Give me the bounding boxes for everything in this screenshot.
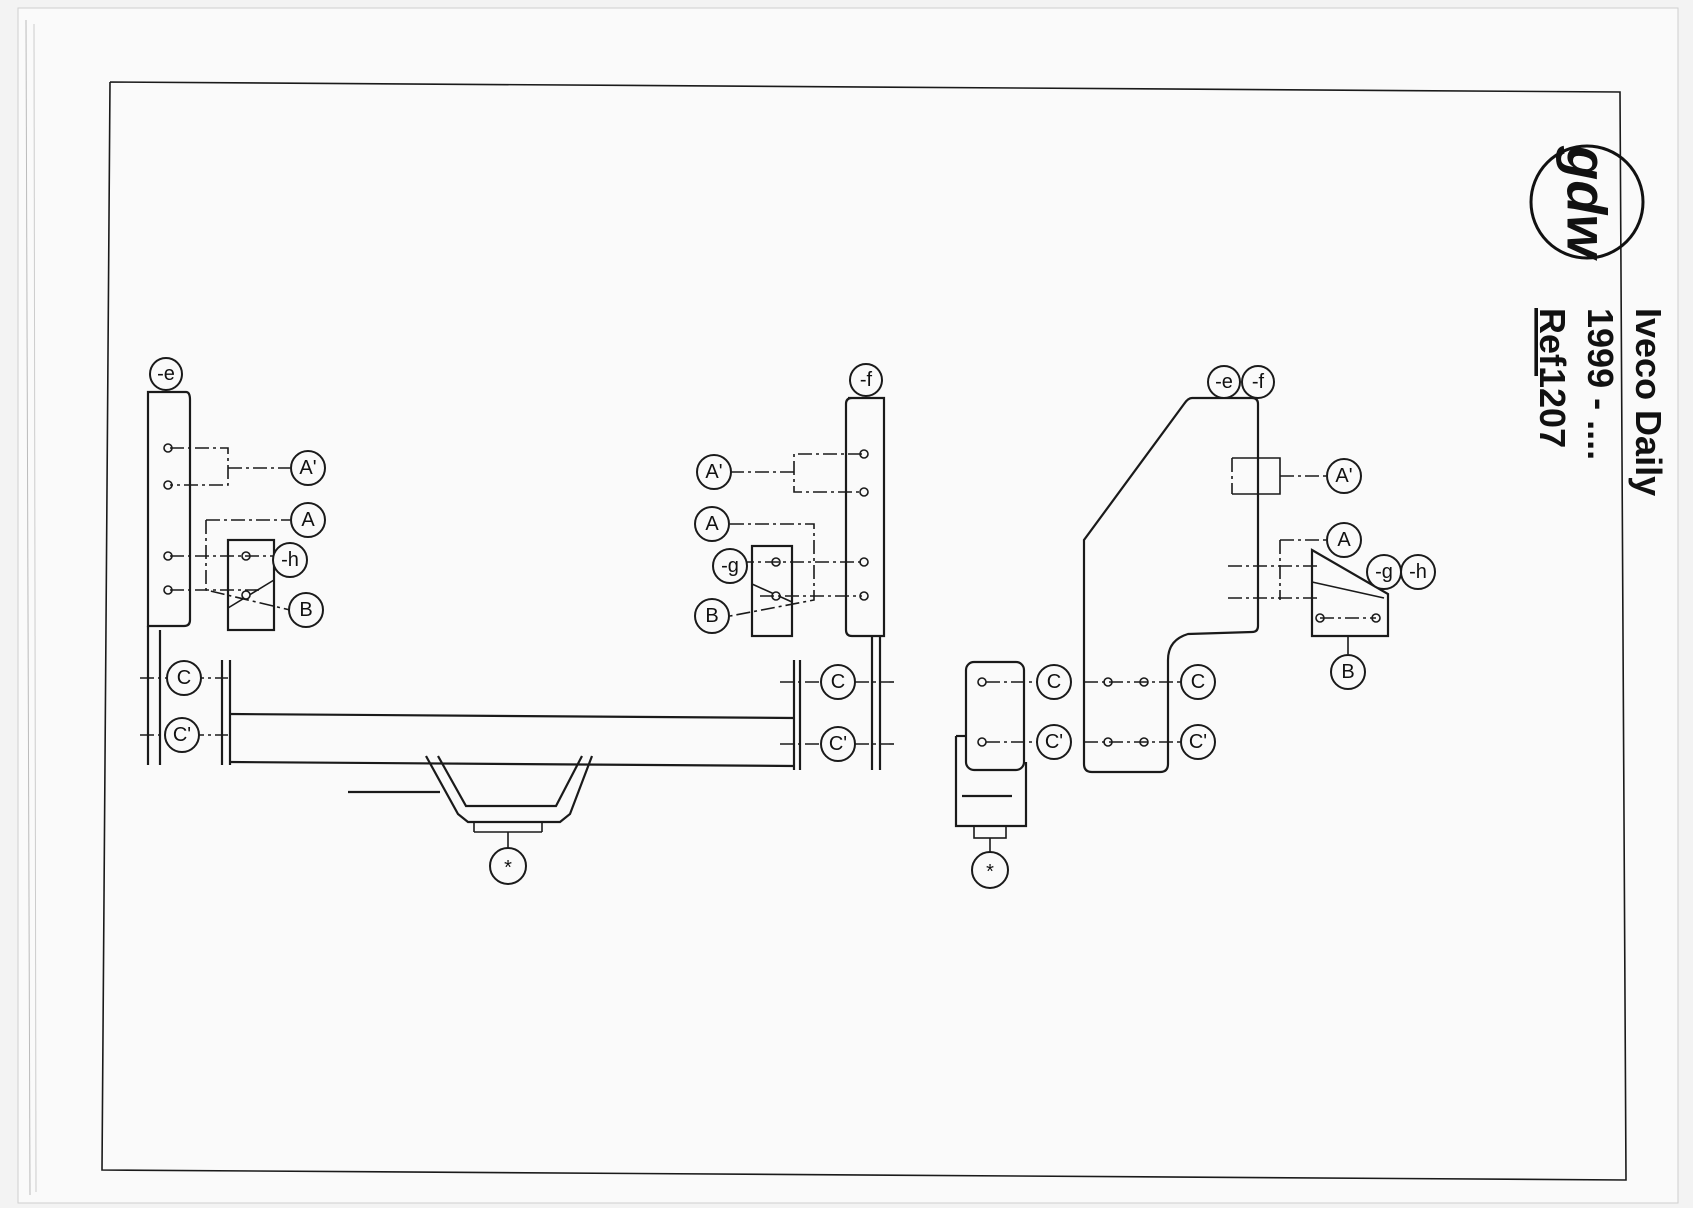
svg-text:-e: -e [157,363,175,385]
callouts: -e A' A -h B C C' -f A' A -g B C C' * -e… [149,357,1436,889]
callout-h-side: -h [1400,554,1436,590]
ref-number: 1207 [1532,368,1573,448]
callout-c-side-right: C [1180,664,1216,700]
svg-text:B: B [299,599,312,621]
frame-border [101,81,1627,1181]
svg-text:C': C' [173,724,191,746]
callout-a-mid: A [694,506,730,542]
svg-text:A: A [301,509,315,531]
svg-text:C: C [177,667,191,689]
callout-star-left: * [489,847,527,885]
callout-c-prime-side-right: C' [1180,724,1216,760]
callout-c-prime-side-left: C' [1036,724,1072,760]
svg-text:-h: -h [281,549,299,571]
socket-plate-side [1310,548,1390,638]
svg-text:C': C' [1189,731,1207,753]
callout-star-side: * [971,851,1009,889]
side-bracket [1082,396,1260,774]
callout-g-mid: -g [712,548,748,584]
callout-a-side: A [1326,522,1362,558]
side-view-assembly [954,396,1390,852]
svg-text:-f: -f [860,369,873,391]
callout-a-left: A [290,502,326,538]
right-side-plate [844,396,886,638]
callout-a-prime-side: A' [1326,458,1362,494]
left-side-plate [146,390,192,628]
model-title: Iveco Daily [1628,308,1669,496]
callout-g-side: -g [1366,554,1402,590]
svg-text:C: C [1047,671,1061,693]
svg-text:-h: -h [1409,561,1427,583]
ref-label: Ref. [1532,308,1573,376]
tow-ball-mount [425,755,594,824]
callout-c-side-left: C [1036,664,1072,700]
svg-text:A: A [1337,529,1351,551]
svg-text:-g: -g [1375,561,1393,583]
svg-text:C: C [831,671,845,693]
callout-c-left: C [166,660,202,696]
callout-f-right-plate: -f [849,363,883,397]
callout-f-side: -f [1241,365,1275,399]
svg-text:A': A' [705,461,722,483]
paper [17,7,1679,1204]
svg-text:*: * [986,861,994,883]
svg-text:*: * [504,857,512,879]
svg-text:-e: -e [1215,371,1233,393]
socket-plate-left [226,538,276,632]
year-range: 1999 - .... [1580,308,1621,460]
svg-text:B: B [1341,661,1354,683]
callout-b-left: B [288,592,324,628]
svg-text:C: C [1191,671,1205,693]
svg-text:C': C' [1045,731,1063,753]
mount-block [964,660,1026,772]
callout-a-prime-left: A' [290,450,326,486]
callout-c-prime-mid: C' [820,726,856,762]
callout-b-side: B [1330,654,1366,690]
socket-plate-right [750,544,794,638]
callout-c-mid: C [820,664,856,700]
callout-c-prime-left: C' [164,717,200,753]
svg-text:C': C' [829,733,847,755]
svg-text:A': A' [1335,465,1352,487]
svg-text:A': A' [299,457,316,479]
callout-a-prime-mid: A' [696,454,732,490]
svg-text:A: A [705,513,719,535]
svg-text:-f: -f [1252,371,1265,393]
rear-view-assembly [140,390,898,848]
brand-logo-text: gdw [1556,145,1619,261]
callout-b-mid: B [694,598,730,634]
callout-e-side: -e [1207,365,1241,399]
callout-e-left: -e [149,357,183,391]
brand-logo: gdw [1529,144,1645,261]
svg-text:-g: -g [721,555,739,577]
callout-h-left: -h [272,542,308,578]
svg-text:B: B [705,605,718,627]
